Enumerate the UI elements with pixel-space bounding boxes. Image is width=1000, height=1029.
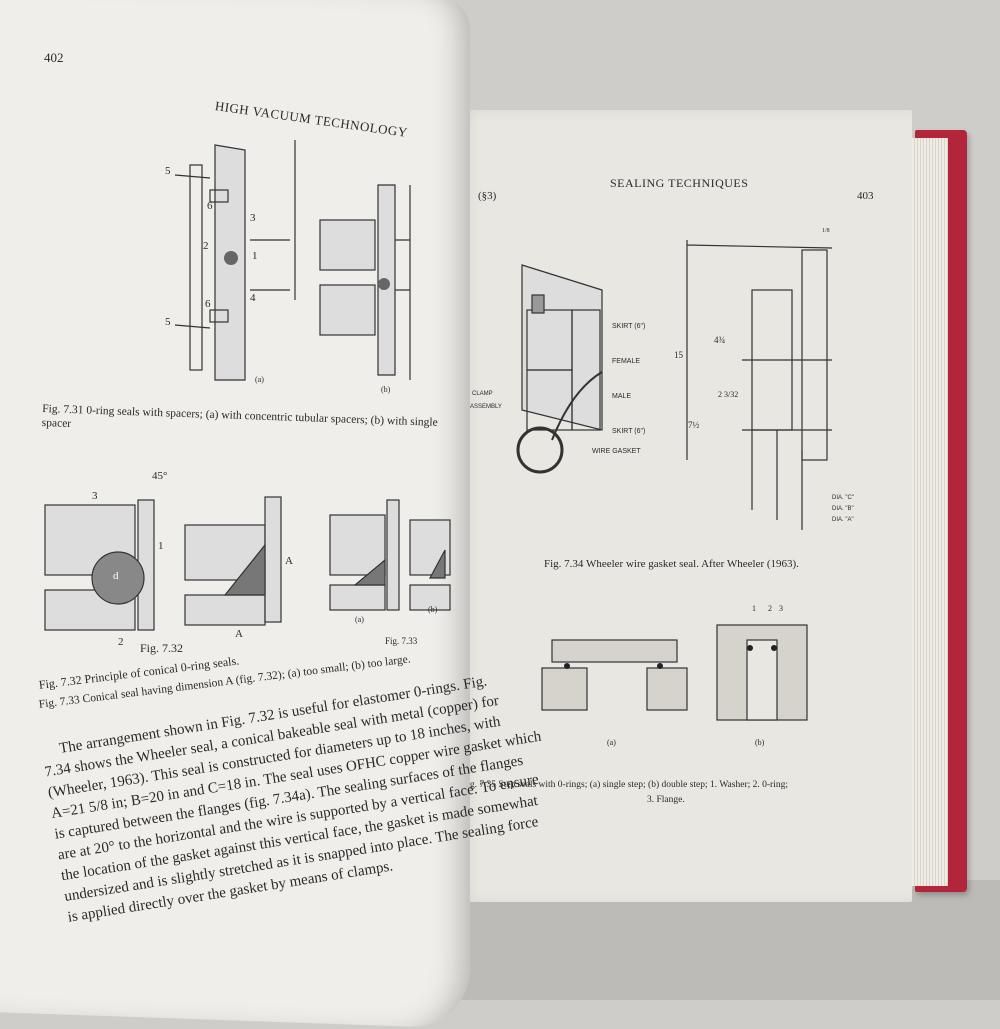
fig-7-34-drawing bbox=[516, 240, 833, 530]
section-marker: (§3) bbox=[478, 190, 497, 202]
page-number-right: 403 bbox=[857, 190, 874, 202]
fig-7-31-label-5b: 5 bbox=[165, 316, 171, 328]
fig-7-32-label-d: d bbox=[113, 570, 119, 582]
fig-7-32-7-33-drawing bbox=[44, 496, 451, 631]
page-number-left: 402 bbox=[44, 50, 64, 65]
fig-7-35-label-1: 1 bbox=[752, 604, 756, 613]
fig-7-35-label-3: 3 bbox=[779, 604, 783, 613]
fig-7-31-sub-b: (b) bbox=[381, 385, 391, 394]
label-wire-gasket: WIRE GASKET bbox=[592, 448, 641, 455]
fig-7-32-label-3: 3 bbox=[92, 490, 98, 502]
label-female: FEMALE bbox=[612, 358, 641, 365]
fig-7-32-angle: 45° bbox=[152, 470, 168, 482]
fig-7-31-label-2: 2 bbox=[203, 240, 209, 252]
fig-7-32-label-1: 1 bbox=[158, 540, 164, 552]
fig-7-33-sub-a: (a) bbox=[355, 615, 364, 624]
fig-7-35-label-2: 2 bbox=[768, 604, 772, 613]
fig-7-35-sub-a: (a) bbox=[607, 738, 616, 747]
fig-7-31-label-1: 1 bbox=[252, 250, 258, 262]
fig-7-32-label-A-vert: A bbox=[285, 555, 293, 567]
label-assembly: ASSEMBLY bbox=[470, 404, 502, 410]
fig-7-31-sub-a: (a) bbox=[255, 375, 264, 384]
fig-7-31-label-6b: 6 bbox=[205, 298, 211, 310]
dim-7-1-2: 7½ bbox=[688, 420, 700, 430]
dim-2-3-32: 2 3/32 bbox=[718, 390, 739, 399]
dim-dia-a: DIA. "A" bbox=[832, 517, 854, 523]
label-clamp: CLAMP bbox=[472, 391, 493, 397]
dim-dia-b: DIA. "B" bbox=[832, 506, 854, 512]
fig-7-32-label-A-horiz: A bbox=[235, 628, 243, 640]
dim-15: 15 bbox=[674, 350, 683, 360]
fig-7-31-label-5a: 5 bbox=[165, 165, 171, 177]
fig-7-33-sub-b: (b) bbox=[428, 605, 438, 614]
fig-7-31-label-3: 3 bbox=[250, 212, 256, 224]
fig-7-32-title: Fig. 7.32 bbox=[140, 641, 184, 655]
fig-7-35-caption-2: 3. Flange. bbox=[647, 795, 685, 805]
fig-7-31-drawing bbox=[174, 140, 411, 381]
dim-1-8: 1/8 bbox=[822, 228, 830, 234]
fig-7-33-title: Fig. 7.33 bbox=[385, 636, 418, 646]
fig-7-32-label-2: 2 bbox=[118, 636, 124, 648]
fig-7-31-label-6a: 6 bbox=[207, 200, 213, 212]
right-page: (§3) SEALING TECHNIQUES 403 SKIRT (6") F… bbox=[452, 110, 912, 902]
label-male: MALE bbox=[612, 393, 632, 400]
dim-4-3-4: 4¾ bbox=[714, 335, 726, 345]
label-skirt-top: SKIRT (6") bbox=[612, 323, 646, 330]
running-head-right: SEALING TECHNIQUES bbox=[610, 176, 749, 190]
fig-7-35-caption-1: Fig. 7.35 Step seals with 0-rings; (a) s… bbox=[462, 780, 788, 790]
fig-7-35-sub-b: (b) bbox=[755, 738, 765, 747]
fig-7-35-drawing bbox=[541, 624, 808, 721]
dim-dia-c: DIA. "C" bbox=[832, 495, 854, 501]
fig-7-34-caption: Fig. 7.34 Wheeler wire gasket seal. Afte… bbox=[544, 558, 799, 570]
fig-7-31-label-4: 4 bbox=[250, 292, 256, 304]
label-skirt-bottom: SKIRT (6") bbox=[612, 428, 646, 435]
